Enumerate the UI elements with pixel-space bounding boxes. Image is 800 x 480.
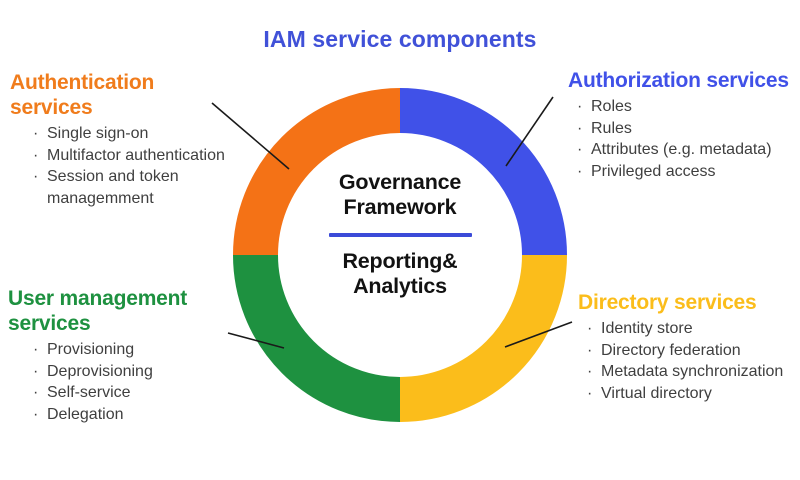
list-item: · Multifactor authentication (30, 145, 240, 167)
list-item: · Delegation (30, 404, 242, 426)
callout-usermgmt-list: · Provisioning · Deprovisioning · Self-s… (8, 339, 242, 425)
callout-authentication-title: Authentication services (10, 71, 155, 119)
callout-usermgmt-title: User management services (8, 287, 188, 335)
bullet-icon: · (587, 363, 593, 380)
list-item: · Provisioning (30, 339, 242, 361)
list-item: · Virtual directory (584, 383, 798, 405)
bullet-icon: · (33, 362, 39, 380)
list-item-label: Roles (591, 98, 632, 115)
donut-chart (233, 88, 567, 422)
callout-user-management-services: User management services · Provisioning … (8, 286, 242, 425)
bullet-icon: · (33, 405, 39, 423)
center-line-2: Framework (343, 195, 457, 219)
donut-segment-authorization[interactable] (399, 88, 567, 256)
list-item: · Single sign-on (30, 123, 240, 145)
list-item-label: Metadata synchronization (601, 363, 784, 380)
bullet-icon: · (577, 141, 583, 158)
bullet-icon: · (577, 162, 583, 180)
donut-svg (233, 88, 567, 422)
callout-authentication-list: · Single sign-on · Multifactor authentic… (10, 123, 240, 209)
list-item: · Self-service (30, 382, 242, 404)
bullet-icon: · (33, 168, 39, 185)
list-item-label: Privileged access (591, 162, 716, 180)
list-item-label: Delegation (47, 405, 124, 423)
callout-directory-services: Directory services · Identity store · Di… (578, 290, 798, 404)
center-line-4: Analytics (353, 274, 447, 298)
callout-authorization-list: · Roles · Rules · Attributes (e.g. metad… (568, 96, 796, 182)
list-item-label: Deprovisioning (47, 362, 153, 380)
bullet-icon: · (33, 146, 39, 164)
list-item-label: Virtual directory (601, 384, 712, 402)
list-item: · Session and token managemment (30, 166, 240, 209)
donut-segment-directory[interactable] (399, 254, 567, 422)
bullet-icon: · (587, 320, 593, 337)
donut-center-label: Governance Framework Reporting& Analytic… (278, 170, 522, 299)
list-item: · Rules (574, 118, 796, 140)
list-item: · Privileged access (574, 161, 796, 183)
list-item: · Identity store (584, 318, 798, 340)
callout-directory-list: · Identity store · Directory federation … (578, 318, 798, 404)
bullet-icon: · (33, 384, 39, 401)
list-item-label: Single sign-on (47, 125, 149, 142)
bullet-icon: · (577, 119, 583, 137)
list-item: · Directory federation (584, 340, 798, 362)
list-item-label: Session and token managemment (47, 168, 179, 207)
bullet-icon: · (577, 98, 583, 115)
bullet-icon: · (33, 341, 39, 358)
list-item-label: Rules (591, 119, 632, 137)
callout-authorization-services: Authorization services · Roles · Rules ·… (568, 68, 796, 182)
list-item: · Attributes (e.g. metadata) (574, 139, 796, 161)
callout-directory-title: Directory services (578, 291, 757, 314)
list-item: · Metadata synchronization (584, 361, 798, 383)
callout-authorization-title: Authorization services (568, 69, 789, 92)
bullet-icon: · (587, 341, 593, 359)
list-item-label: Provisioning (47, 341, 135, 358)
center-divider (328, 233, 472, 237)
list-item-label: Self-service (47, 384, 131, 401)
bullet-icon: · (33, 125, 39, 142)
donut-segment-usermgmt[interactable] (233, 254, 401, 422)
center-line-1: Governance (338, 170, 462, 194)
list-item: · Roles (574, 96, 796, 118)
list-item-label: Multifactor authentication (47, 146, 225, 164)
list-item-label: Identity store (601, 320, 693, 337)
bullet-icon: · (587, 384, 593, 402)
center-line-3: Reporting& (342, 249, 458, 273)
list-item-label: Attributes (e.g. metadata) (591, 141, 772, 158)
page-title: IAM service components (263, 26, 537, 52)
donut-segment-authentication[interactable] (233, 88, 401, 256)
callout-authentication-services: Authentication services · Single sign-on… (10, 70, 240, 209)
list-item-label: Directory federation (601, 341, 741, 359)
list-item: · Deprovisioning (30, 361, 242, 383)
